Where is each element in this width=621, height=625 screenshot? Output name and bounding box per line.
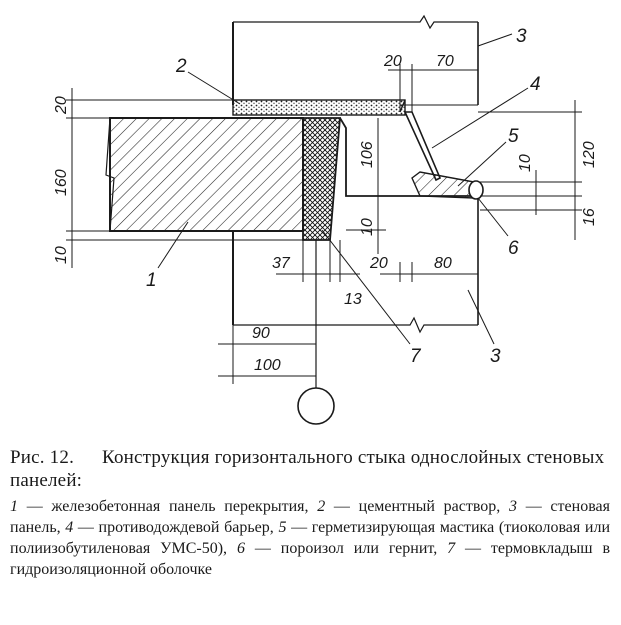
legend-text-3: — стеновая панель, <box>10 498 610 536</box>
dim-70: 70 <box>436 53 454 70</box>
dim-16: 16 <box>581 208 598 226</box>
legend-text-2: — цементный раствор, <box>325 498 510 515</box>
legend-text-4: — противодождевой барьер, <box>73 519 279 536</box>
dim-10-left: 10 <box>53 246 70 264</box>
dim-20-bottom: 20 <box>369 255 388 272</box>
legend-num-3: 3 <box>509 498 518 515</box>
figure-title: Конструкция горизонтального стыка односл… <box>10 447 605 491</box>
callout-5: 5 <box>508 126 519 147</box>
dim-106: 106 <box>359 141 376 168</box>
legend-text-5: — герметизирующая мастика (тиоколовая ил… <box>10 519 611 557</box>
figure-legend: 1 — железобетонная панель перекрытия, 2 … <box>10 496 610 580</box>
legend-num-7: 7 <box>447 540 456 557</box>
callout-1: 1 <box>146 270 157 291</box>
thermal-insert <box>302 117 341 241</box>
dim-13: 13 <box>344 291 362 308</box>
legend-text-7: — термовкладыш в гидроизоляционной оболо… <box>10 540 611 578</box>
legend-num-4: 4 <box>65 519 74 536</box>
gasket-cord <box>468 180 484 200</box>
legend-num-2: 2 <box>317 498 326 515</box>
figure-number: Рис. 12. <box>10 447 75 468</box>
callout-4: 4 <box>530 74 541 95</box>
upper-wall-panel <box>232 14 479 106</box>
callout-2: 2 <box>175 56 187 77</box>
dim-120: 120 <box>581 141 598 168</box>
figure-caption: Рис. 12.Конструкция горизонтального стык… <box>10 446 610 580</box>
legend-num-5: 5 <box>278 519 287 536</box>
callout-7: 7 <box>410 346 422 367</box>
legend-num-1: 1 <box>10 498 18 515</box>
dim-20-top: 20 <box>383 53 402 70</box>
sealant-mastic <box>411 171 475 199</box>
legend-num-6: 6 <box>236 540 245 557</box>
dim-160: 160 <box>53 169 70 196</box>
dim-100: 100 <box>254 357 281 374</box>
dim-80: 80 <box>434 255 452 272</box>
dimension-lines <box>66 64 582 384</box>
dim-10-right: 10 <box>517 154 534 172</box>
dim-20-left: 20 <box>53 96 70 115</box>
joint-drawing: 20 160 10 106 10 20 70 120 10 16 37 13 2… <box>53 14 598 425</box>
floor-slab <box>105 117 304 232</box>
callout-3-bottom: 3 <box>490 346 501 367</box>
dim-10-mid: 10 <box>359 218 376 236</box>
legend-text-6: — пороизол или гернит, <box>244 540 448 557</box>
caption-title-block: Рис. 12.Конструкция горизонтального стык… <box>10 446 610 492</box>
cement-mortar-layer <box>232 99 406 116</box>
leader-lines <box>157 33 529 345</box>
legend-text-1: — железобетонная панель перекрытия, <box>18 498 318 515</box>
callout-6: 6 <box>508 238 519 259</box>
dim-90: 90 <box>252 325 270 342</box>
dim-37: 37 <box>272 255 291 272</box>
callout-3-top: 3 <box>516 26 527 47</box>
axis-marker <box>297 240 335 425</box>
